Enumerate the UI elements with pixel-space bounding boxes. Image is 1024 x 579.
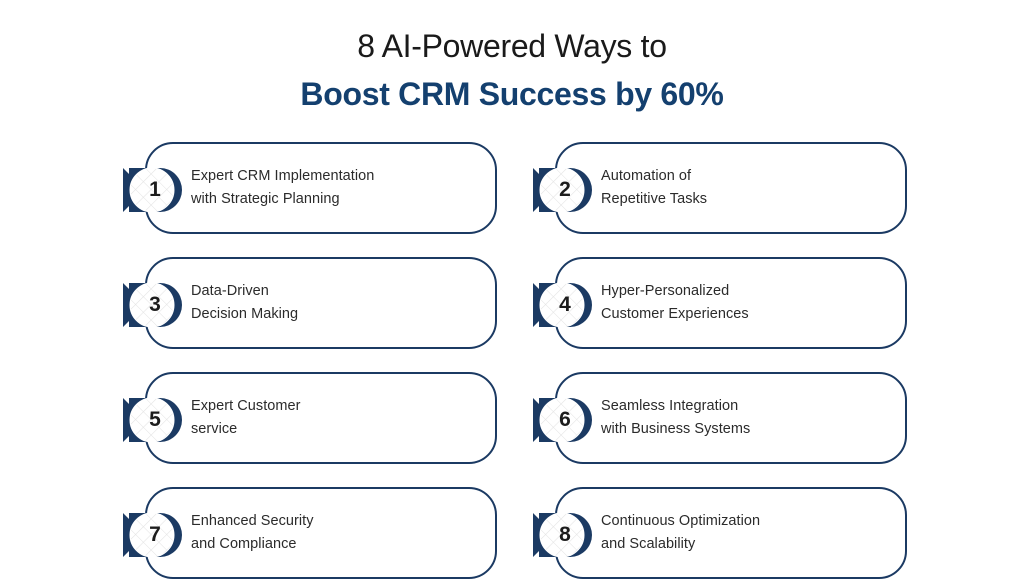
badge-shape-icon — [533, 167, 592, 213]
badge-shape-icon — [533, 282, 592, 328]
card-text-line1: Data-Driven — [191, 283, 269, 299]
number-badge: 4 — [530, 273, 594, 337]
badge-number: 6 — [559, 408, 571, 431]
list-item[interactable]: 5 Expert Customer service — [123, 372, 497, 464]
card-text: Automation of Repetitive Tasks — [601, 165, 897, 211]
badge-shape-icon — [533, 397, 592, 443]
page-title: 8 AI-Powered Ways to Boost CRM Success b… — [0, 24, 1024, 116]
list-item[interactable]: 1 Expert CRM Implementation with Strateg… — [123, 142, 497, 234]
number-badge: 1 — [120, 158, 184, 222]
card-text: Enhanced Security and Compliance — [191, 510, 487, 556]
number-badge: 6 — [530, 388, 594, 452]
card-text-line2: service — [191, 421, 238, 437]
card-text: Hyper-Personalized Customer Experiences — [601, 280, 897, 326]
number-badge: 5 — [120, 388, 184, 452]
list-item[interactable]: 3 Data-Driven Decision Making — [123, 257, 497, 349]
card-text: Data-Driven Decision Making — [191, 280, 487, 326]
card-text-line2: Repetitive Tasks — [601, 191, 708, 207]
card-text-line1: Hyper-Personalized — [601, 283, 730, 299]
badge-shape-icon — [123, 167, 182, 213]
badge-number: 2 — [559, 178, 571, 201]
number-badge: 8 — [530, 503, 594, 567]
card-text-line2: and Scalability — [601, 536, 696, 552]
badge-shape-icon — [123, 282, 182, 328]
card-text-line2: Customer Experiences — [601, 306, 749, 322]
badge-number: 7 — [149, 523, 161, 546]
card-text-line1: Expert CRM Implementation — [191, 168, 375, 184]
badge-number: 1 — [149, 178, 161, 201]
badge-number: 4 — [559, 293, 571, 316]
card-text-line2: and Compliance — [191, 536, 297, 552]
card-text-line1: Continuous Optimization — [601, 513, 761, 529]
badge-shape-icon — [533, 512, 592, 558]
list-item[interactable]: 6 Seamless Integration with Business Sys… — [533, 372, 907, 464]
card-text-line2: with Business Systems — [601, 421, 751, 437]
list-item[interactable]: 7 Enhanced Security and Compliance — [123, 487, 497, 579]
card-text: Expert Customer service — [191, 395, 487, 441]
card-text-line1: Seamless Integration — [601, 398, 739, 414]
cards-grid: 1 Expert CRM Implementation with Strateg… — [0, 142, 1024, 579]
number-badge: 7 — [120, 503, 184, 567]
list-item[interactable]: 2 Automation of Repetitive Tasks — [533, 142, 907, 234]
card-text-line2: Decision Making — [191, 306, 299, 322]
badge-number: 8 — [559, 523, 571, 546]
card-text-line1: Expert Customer — [191, 398, 301, 414]
number-badge: 2 — [530, 158, 594, 222]
list-item[interactable]: 8 Continuous Optimization and Scalabilit… — [533, 487, 907, 579]
card-text: Seamless Integration with Business Syste… — [601, 395, 897, 441]
badge-number: 3 — [149, 293, 161, 316]
card-text: Continuous Optimization and Scalability — [601, 510, 897, 556]
card-text-line2: with Strategic Planning — [191, 191, 340, 207]
card-text-line1: Automation of — [601, 168, 692, 184]
list-item[interactable]: 4 Hyper-Personalized Customer Experience… — [533, 257, 907, 349]
card-text-line1: Enhanced Security — [191, 513, 314, 529]
badge-number: 5 — [149, 408, 161, 431]
number-badge: 3 — [120, 273, 184, 337]
title-line-highlight: Boost CRM Success by 60% — [300, 76, 724, 112]
badge-shape-icon — [123, 512, 182, 558]
title-line-primary: 8 AI-Powered Ways to — [357, 28, 667, 64]
card-text: Expert CRM Implementation with Strategic… — [191, 165, 487, 211]
badge-shape-icon — [123, 397, 182, 443]
